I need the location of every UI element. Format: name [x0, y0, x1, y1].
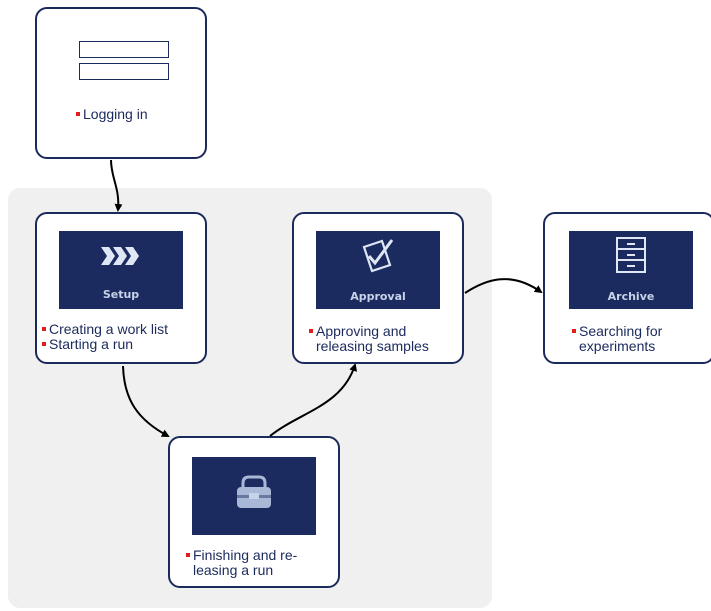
setup-tile[interactable]: Setup	[59, 231, 183, 309]
finish-node[interactable]: Finishing and re- leasing a run	[168, 436, 340, 588]
finish-caption-line-2: leasing a run	[193, 562, 274, 578]
archive-caption-line-2: experiments	[579, 338, 656, 354]
finish-caption: Finishing and re- leasing a run	[186, 548, 297, 578]
archive-node[interactable]: Archive Searching for experiments	[543, 212, 711, 364]
setup-caption: Creating a work list Starting a run	[42, 322, 168, 352]
setup-caption-line-1: Creating a work list	[49, 321, 169, 337]
cabinet-icon	[616, 237, 646, 273]
approval-tile-label: Approval	[350, 290, 406, 303]
approval-tile[interactable]: Approval	[316, 231, 440, 309]
login-caption: Logging in	[76, 107, 148, 122]
archive-caption: Searching for experiments	[572, 324, 662, 354]
setup-tile-label: Setup	[102, 288, 140, 301]
clipboard-check-icon	[362, 239, 394, 273]
approval-caption-line-2: releasing samples	[316, 338, 429, 354]
chevron-arrows-icon	[101, 247, 139, 265]
password-field[interactable]	[79, 63, 169, 80]
approval-node[interactable]: Approval Approving and releasing samples	[292, 212, 464, 364]
bullet-icon	[186, 553, 190, 558]
archive-tile[interactable]: Archive	[569, 231, 693, 309]
bullet-icon	[42, 342, 46, 347]
approval-caption-line-1: Approving and	[316, 323, 407, 339]
setup-node[interactable]: Setup Creating a work list Starting a ru…	[35, 212, 207, 364]
bullet-icon	[572, 329, 576, 334]
bullet-icon	[76, 112, 80, 117]
bullet-icon	[42, 327, 46, 332]
approval-caption: Approving and releasing samples	[309, 324, 429, 354]
archive-tile-label: Archive	[607, 290, 655, 303]
archive-caption-line-1: Searching for	[579, 323, 663, 339]
setup-caption-line-2: Starting a run	[49, 336, 134, 352]
bullet-icon	[309, 329, 313, 334]
username-field[interactable]	[79, 41, 169, 58]
finish-caption-line-1: Finishing and re-	[193, 547, 298, 563]
finish-tile[interactable]	[192, 457, 316, 535]
login-caption-text: Logging in	[83, 106, 148, 122]
bag-icon	[237, 475, 271, 508]
login-node[interactable]: Logging in	[35, 7, 207, 159]
